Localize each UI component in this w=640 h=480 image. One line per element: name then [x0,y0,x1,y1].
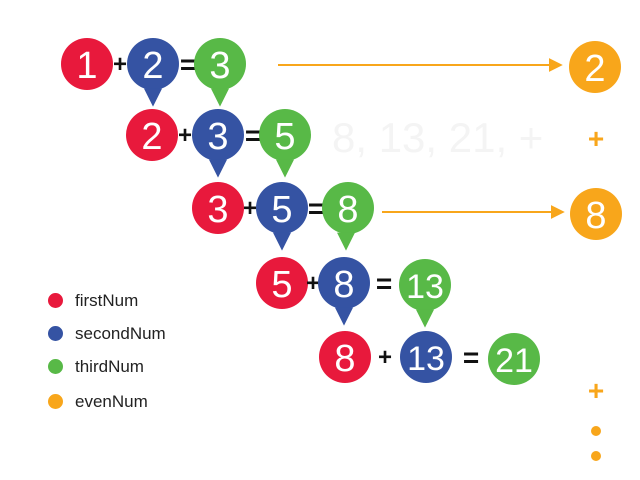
side-plus-sign: + [588,375,604,406]
plus-sign: + [178,122,192,149]
second-num-circle [318,257,370,309]
plus-sign: + [306,270,320,297]
third-num-circle [259,109,311,161]
even-num-circle [570,188,622,240]
equation-row-5: 8 + 13 = 21 [319,331,540,385]
faint-sequence-text: 8, 13, 21, + [332,114,543,161]
first-num-value: 5 [271,264,292,306]
legend-label: evenNum [75,391,148,411]
equals-sign: = [245,120,261,151]
even-num-circle [569,41,621,93]
legend-label: firstNum [75,290,139,310]
plus-sign: + [378,344,392,371]
first-num-circle [192,182,244,234]
first-num-value: 3 [207,189,228,231]
first-num-value: 8 [334,338,355,380]
second-num-value: 2 [142,45,163,87]
equation-row-2: 2 + 3 = 5 [126,109,311,161]
first-num-circle [61,38,113,90]
red-dot-icon [48,293,63,308]
third-num-circle [322,182,374,234]
legend-item-even-num: evenNum [48,385,166,418]
equals-sign: = [308,193,324,224]
legend-label: secondNum [75,323,166,343]
first-num-value: 2 [141,116,162,158]
second-num-circle [256,182,308,234]
equals-sign: = [180,49,196,80]
plus-sign: + [243,195,257,222]
orange-dot-icon [48,394,63,409]
first-num-circle [319,331,371,383]
green-dot-icon [48,359,63,374]
first-num-circle [126,109,178,161]
second-num-value: 8 [333,264,354,306]
legend-item-first-num: firstNum [48,284,166,317]
second-num-circle [400,331,452,383]
equation-row-4: 5 + 8 = 13 [256,257,451,311]
second-num-circle [127,38,179,90]
vertical-ellipsis-icon [591,426,601,461]
first-num-circle [256,257,308,309]
second-num-circle [192,109,244,161]
third-num-circle [488,333,540,385]
third-num-value: 3 [209,45,230,87]
legend-item-second-num: secondNum [48,317,166,350]
even-num-value: 2 [584,48,605,90]
third-num-value: 21 [495,342,533,380]
third-num-value: 8 [337,189,358,231]
equation-row-3: 3 + 5 = 8 [192,182,374,234]
equation-row-1: 1 + 2 = 3 [61,38,246,90]
third-num-circle [399,259,451,311]
legend-item-third-num: thirdNum [48,350,166,383]
second-num-value: 5 [271,189,292,231]
second-num-value: 3 [207,116,228,158]
equals-sign: = [376,268,392,299]
even-num-value: 8 [585,195,606,237]
third-num-circle [194,38,246,90]
third-num-value: 5 [274,116,295,158]
first-num-value: 1 [76,45,97,87]
blue-dot-icon [48,326,63,341]
plus-sign: + [113,51,127,78]
legend-label: thirdNum [75,356,144,376]
second-num-value: 13 [407,340,445,378]
equals-sign: = [463,342,479,373]
third-num-value: 13 [406,268,444,306]
legend: firstNum secondNum thirdNum evenNum [48,284,166,418]
side-plus-sign: + [588,123,604,154]
